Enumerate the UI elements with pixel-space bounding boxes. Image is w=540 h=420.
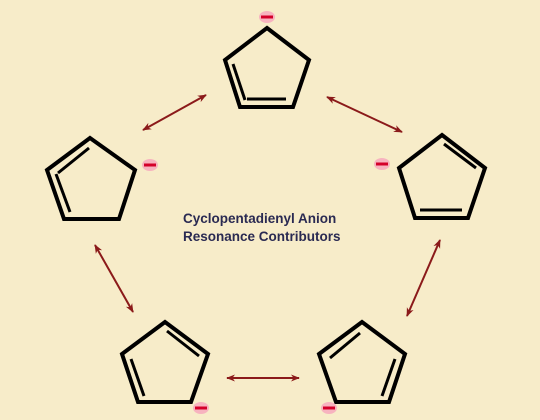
structure-lower-left bbox=[119, 319, 211, 414]
diagram-caption: Cyclopentadienyl Anion Resonance Contrib… bbox=[183, 210, 341, 246]
double-bond-inner bbox=[129, 358, 146, 397]
ring-top bbox=[222, 25, 312, 109]
structure-top bbox=[222, 11, 312, 109]
structure-lower-right bbox=[316, 319, 408, 414]
negative-charge-icon bbox=[321, 402, 337, 414]
double-bond-inner bbox=[443, 142, 477, 170]
double-bond-inner bbox=[57, 146, 90, 175]
resonance-arrow bbox=[406, 239, 441, 317]
negative-charge-icon bbox=[142, 159, 158, 171]
resonance-arrows bbox=[94, 94, 441, 382]
ring-upper-left bbox=[44, 135, 138, 221]
negative-charge-icon bbox=[259, 11, 275, 23]
resonance-arrow bbox=[326, 96, 403, 133]
double-bond-inner bbox=[380, 358, 397, 397]
double-bond-inner bbox=[329, 331, 361, 360]
resonance-arrow bbox=[94, 244, 134, 313]
caption-line-1: Cyclopentadienyl Anion bbox=[183, 211, 337, 226]
double-bond-inner bbox=[54, 173, 72, 213]
resonance-arrow bbox=[142, 94, 207, 131]
negative-charge-icon bbox=[193, 402, 209, 414]
ring-upper-right bbox=[396, 132, 488, 220]
caption-line-2: Resonance Contributors bbox=[183, 229, 341, 244]
double-bond-inner bbox=[166, 329, 200, 358]
negative-charge-icon bbox=[374, 158, 390, 170]
double-bond-inner bbox=[231, 63, 247, 101]
structure-upper-right bbox=[374, 132, 488, 220]
structure-upper-left bbox=[44, 135, 158, 221]
ring-lower-left bbox=[119, 319, 211, 404]
ring-lower-right bbox=[316, 319, 408, 404]
